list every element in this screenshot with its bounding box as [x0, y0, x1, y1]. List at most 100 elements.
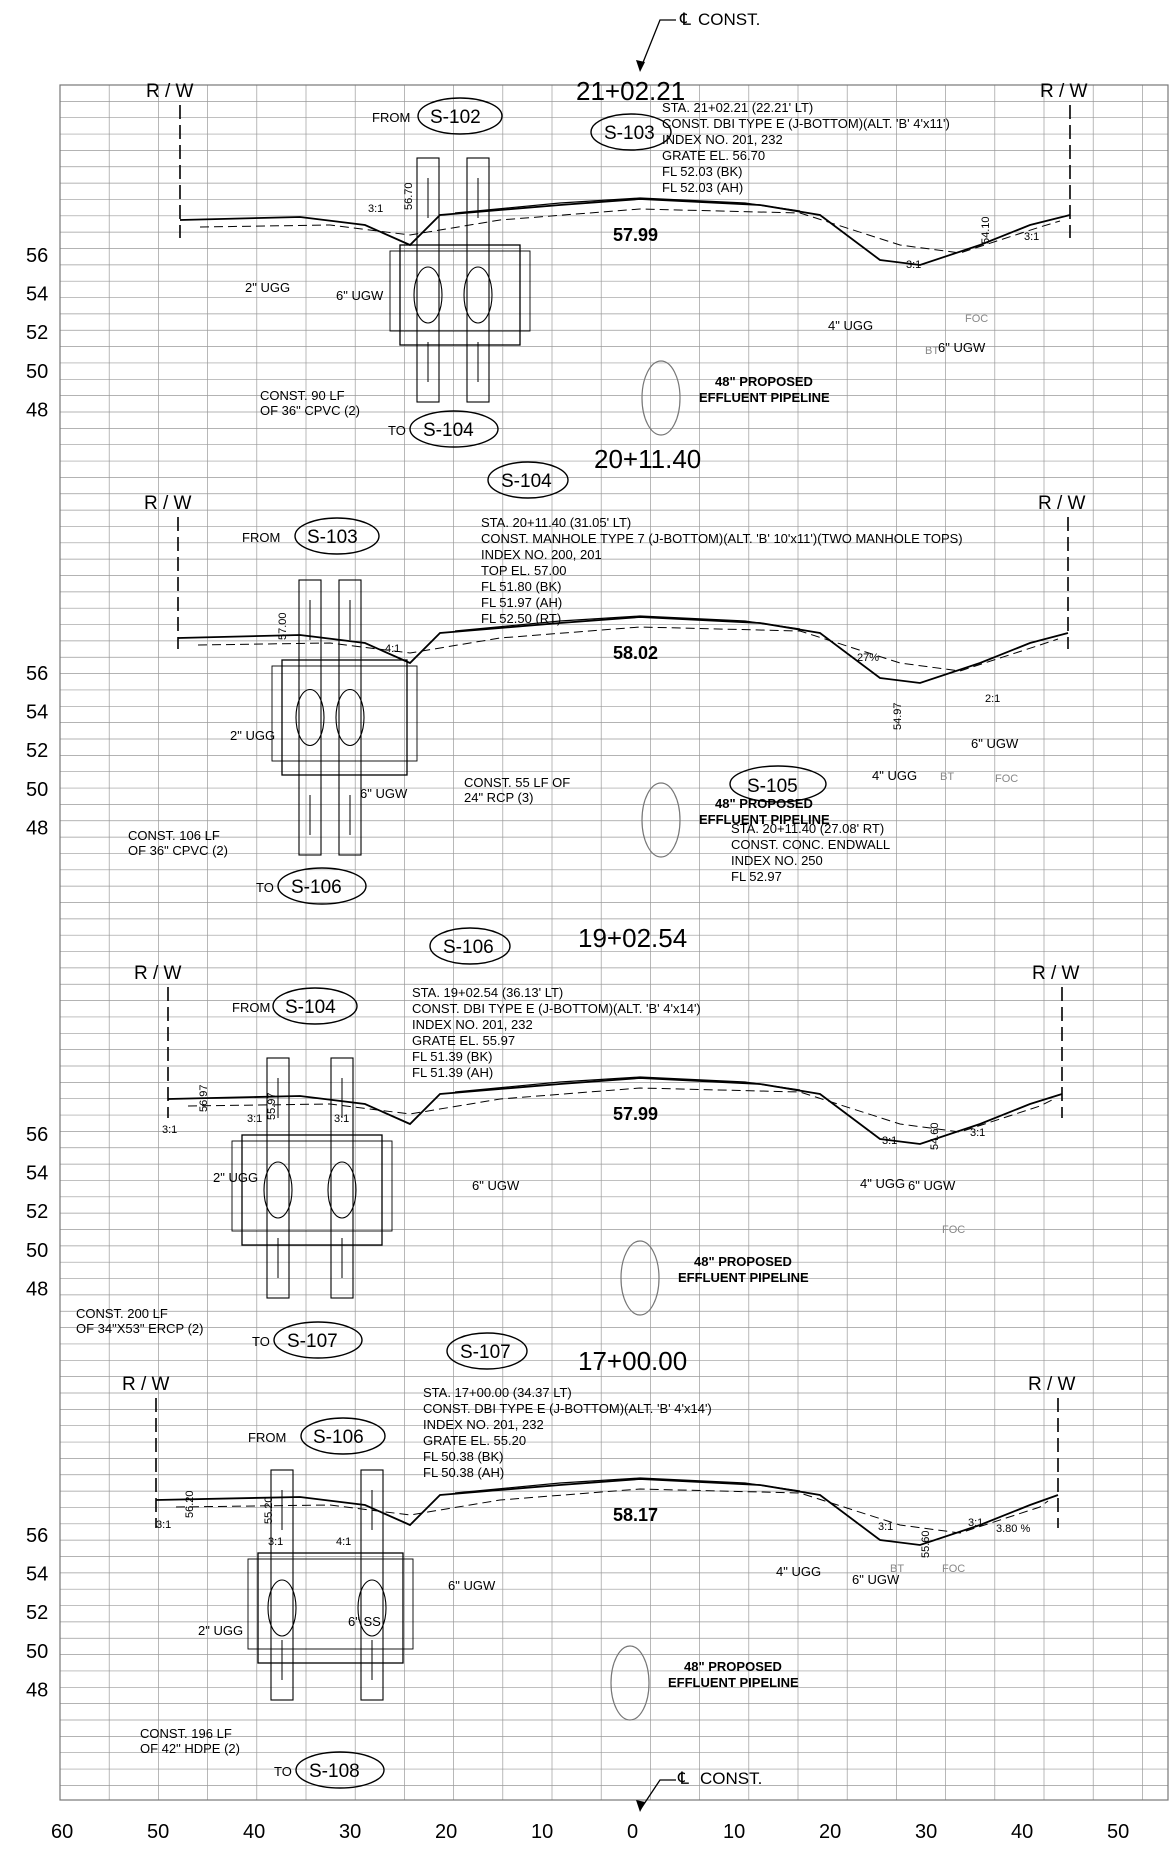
to-id-ellipse	[409, 410, 499, 448]
effluent-pipeline-section	[620, 1240, 660, 1316]
to-label: TO	[256, 880, 274, 895]
structure-note-line: GRATE EL. 55.20	[423, 1433, 526, 1448]
inlet-box-inner	[231, 1140, 393, 1232]
pipe-note-line: OF 34"X53" ERCP (2)	[76, 1321, 203, 1336]
pipeline-label: 48" PROPOSED	[715, 374, 813, 389]
grade-label: 54.97	[892, 702, 904, 730]
grid	[59, 84, 1168, 1800]
x-axis-tick-label: 0	[627, 1821, 638, 1843]
structure-note-line: STA. 19+02.54 (36.13' LT)	[412, 985, 563, 1000]
y-axis-tick-label: 48	[26, 399, 48, 421]
center-elevation: 58.17	[613, 1505, 658, 1525]
slope-label: 3:1	[906, 259, 921, 271]
inlet-box	[281, 659, 408, 776]
right-of-way-label: R / W	[1040, 81, 1088, 102]
to-id-ellipse	[273, 1321, 363, 1359]
inlet-box-inner	[271, 665, 418, 762]
utility-label: FOC	[942, 1224, 965, 1236]
x-axis-tick-label: 50	[1107, 1821, 1129, 1843]
y-axis-tick-label: 50	[26, 779, 48, 801]
pavement-base	[454, 197, 801, 214]
slope-label: 3:1	[334, 1113, 349, 1125]
pipe	[270, 1469, 294, 1701]
pipe	[330, 1057, 354, 1299]
utility-label: 4" UGG	[860, 1176, 905, 1191]
structure-note-line: STA. 20+11.40 (31.05' LT)	[481, 515, 631, 530]
pavement-base	[454, 1477, 801, 1494]
utility-label: FOC	[965, 313, 988, 325]
pipeline-label: EFFLUENT PIPELINE	[678, 1270, 809, 1285]
proposed-profile	[177, 616, 1069, 684]
inlet-box-inner	[247, 1558, 414, 1650]
inlet-box	[399, 244, 521, 346]
x-axis-tick-label: 40	[243, 1821, 265, 1843]
rcp-note-line: 24" RCP (3)	[464, 790, 533, 805]
from-label: FROM	[372, 110, 410, 125]
structure-note-line: CONST. DBI TYPE E (J-BOTTOM)(ALT. 'B' 4'…	[412, 1001, 701, 1016]
to-id: S-106	[291, 877, 342, 898]
effluent-pipeline-section	[610, 1645, 650, 1721]
structure-note-line: STA. 21+02.21 (22.21' LT)	[662, 100, 813, 115]
right-of-way-label: R / W	[134, 963, 182, 984]
station-title: 21+02.21	[576, 76, 685, 106]
utility-label: BT	[940, 771, 954, 783]
structure-note-line: FL 51.80 (BK)	[481, 579, 561, 594]
structure-note-line: FL 51.97 (AH)	[481, 595, 562, 610]
x-axis-tick-label: 20	[435, 1821, 457, 1843]
pipe-note-line: CONST. 196 LF	[140, 1726, 232, 1741]
structure-id: S-107	[460, 1342, 511, 1363]
utility-label: FOC	[942, 1563, 965, 1575]
existing-ground	[197, 626, 1059, 672]
to-id: S-104	[423, 420, 474, 441]
existing-ground	[187, 1087, 1053, 1133]
from-id: S-103	[307, 527, 358, 548]
structure-note-line: INDEX NO. 200, 201	[481, 547, 602, 562]
endwall-note-line: INDEX NO. 250	[731, 853, 823, 868]
structure-note-line: FL 50.38 (BK)	[423, 1449, 503, 1464]
center-elevation: 57.99	[613, 1104, 658, 1124]
pipe-section	[413, 266, 443, 324]
slope-label: 3:1	[368, 203, 383, 215]
pipe-section	[263, 1161, 293, 1219]
to-id: S-108	[309, 1761, 360, 1782]
slope-label: 27%	[857, 652, 879, 664]
grade-label: 56.97	[198, 1084, 210, 1112]
proposed-profile	[167, 1077, 1063, 1145]
grade-label: 56.20	[184, 1490, 196, 1518]
slope-label: 3:1	[268, 1536, 283, 1548]
pipe-section	[267, 1579, 297, 1637]
slope-label: 3:1	[247, 1113, 262, 1125]
structure-note-line: FL 51.39 (BK)	[412, 1049, 492, 1064]
cl-bottom-label: CONST.	[700, 1769, 762, 1788]
utility-label: 6" UGW	[852, 1572, 900, 1587]
pipe-note-line: OF 42" HDPE (2)	[140, 1741, 240, 1756]
x-axis-tick-label: 40	[1011, 1821, 1033, 1843]
structure-note-line: CONST. DBI TYPE E (J-BOTTOM)(ALT. 'B' 4'…	[423, 1401, 712, 1416]
pipeline-label: 48" PROPOSED	[694, 1254, 792, 1269]
from-id-ellipse	[272, 987, 358, 1025]
structure-note-line: FL 52.03 (AH)	[662, 180, 743, 195]
structure-id-ellipse	[446, 1332, 528, 1370]
endwall-note-line: FL 52.97	[731, 869, 782, 884]
pipeline-label: EFFLUENT PIPELINE	[699, 812, 830, 827]
pipe	[266, 1057, 290, 1299]
utility-label: BT	[925, 345, 939, 357]
structure-note-line: TOP EL. 57.00	[481, 563, 567, 578]
right-of-way-label: R / W	[122, 1374, 170, 1395]
utility-label: 2" UGG	[245, 280, 290, 295]
right-of-way-label: R / W	[1038, 493, 1086, 514]
y-axis-tick-label: 56	[26, 663, 48, 685]
slope-label: 4:1	[336, 1536, 351, 1548]
right-of-way-label: R / W	[1032, 963, 1080, 984]
structure-id: S-106	[443, 937, 494, 958]
pipe-note-line: CONST. 200 LF	[76, 1306, 168, 1321]
utility-label: 2" UGG	[230, 728, 275, 743]
cl-bottom-symbol: ℄	[677, 1769, 689, 1788]
pipe-note-line: OF 36" CPVC (2)	[128, 843, 228, 858]
slope-label: 4:1	[385, 643, 400, 655]
effluent-pipeline-section	[641, 360, 681, 436]
